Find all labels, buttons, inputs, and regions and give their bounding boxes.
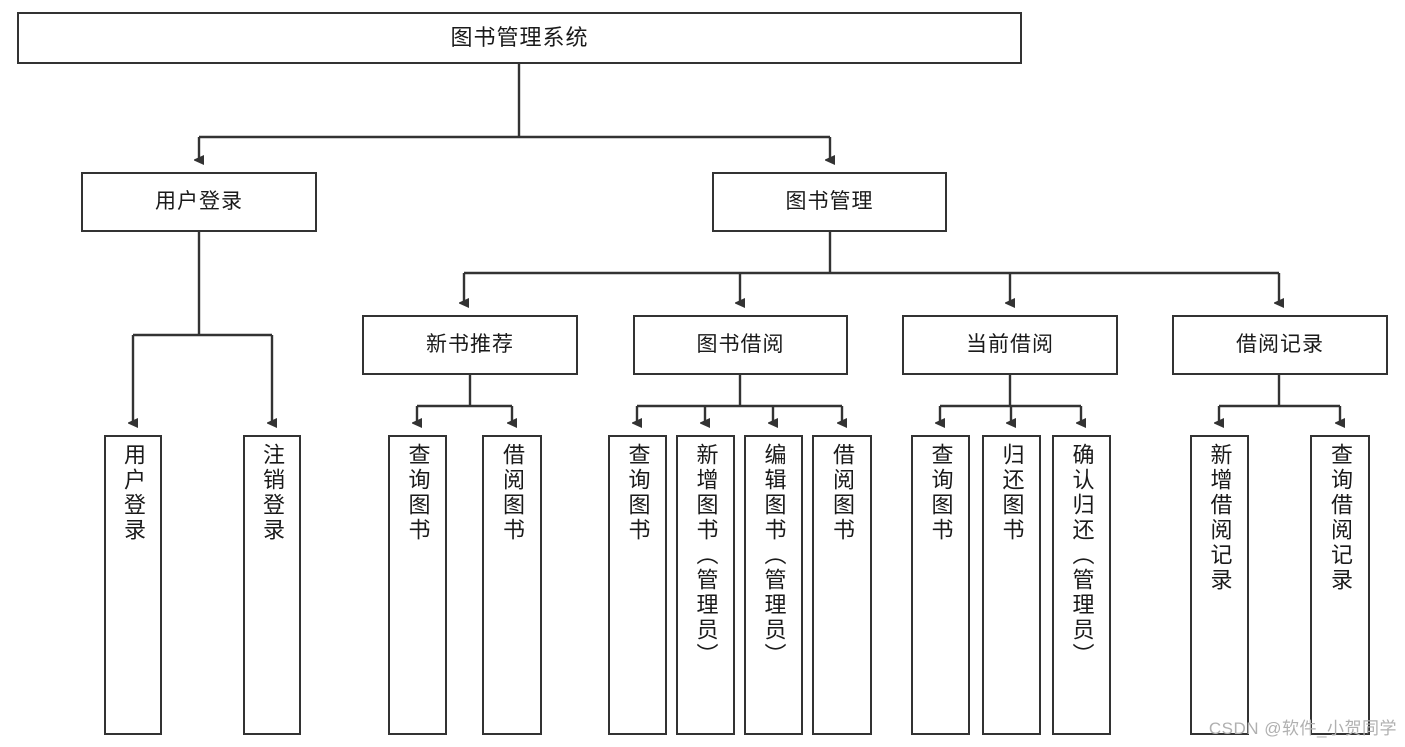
node-label: 查询借阅记录 — [1328, 443, 1353, 593]
node-label: 图书管理系统 — [450, 25, 589, 51]
node-label: 借阅记录 — [1236, 332, 1324, 356]
node-label: 确认归还（管理员） — [1069, 443, 1095, 668]
node-book-borrow[interactable]: 图书借阅 — [633, 315, 848, 375]
node-label: 归还图书 — [999, 443, 1025, 543]
node-label: 用户登录 — [121, 443, 146, 543]
node-label: 借阅图书 — [830, 443, 855, 543]
node-new-book-recommend[interactable]: 新书推荐 — [362, 315, 578, 375]
leaf-borrow-book[interactable]: 借阅图书 — [812, 435, 872, 735]
leaf-query-borrow-record[interactable]: 查询借阅记录 — [1310, 435, 1370, 735]
node-label: 查询图书 — [928, 443, 954, 543]
leaf-user-logout[interactable]: 注销登录 — [243, 435, 301, 735]
node-label: 借阅图书 — [500, 443, 525, 543]
node-label: 新增借阅记录 — [1207, 443, 1233, 593]
node-label: 新书推荐 — [426, 332, 514, 356]
node-label: 查询图书 — [625, 443, 651, 543]
node-label: 注销登录 — [260, 443, 285, 543]
leaf-confirm-return-admin[interactable]: 确认归还（管理员） — [1052, 435, 1111, 735]
node-borrow-record[interactable]: 借阅记录 — [1172, 315, 1388, 375]
node-root[interactable]: 图书管理系统 — [17, 12, 1022, 64]
watermark: CSDN @软件_小贺同学 — [1208, 719, 1397, 738]
leaf-query-book-borrow[interactable]: 查询图书 — [608, 435, 667, 735]
leaf-edit-book-admin[interactable]: 编辑图书（管理员） — [744, 435, 803, 735]
leaf-add-book-admin[interactable]: 新增图书（管理员） — [676, 435, 735, 735]
leaf-user-login[interactable]: 用户登录 — [104, 435, 162, 735]
node-label: 图书借阅 — [696, 332, 785, 356]
node-label: 图书管理 — [785, 189, 874, 213]
leaf-query-book-current[interactable]: 查询图书 — [911, 435, 970, 735]
node-label: 编辑图书（管理员） — [761, 443, 787, 668]
node-label: 当前借阅 — [966, 332, 1054, 356]
node-label: 新增图书（管理员） — [693, 443, 719, 668]
leaf-query-book-recommend[interactable]: 查询图书 — [388, 435, 447, 735]
node-book-management[interactable]: 图书管理 — [712, 172, 947, 232]
leaf-borrow-book-recommend[interactable]: 借阅图书 — [482, 435, 542, 735]
node-label: 用户登录 — [155, 189, 243, 213]
leaf-add-borrow-record[interactable]: 新增借阅记录 — [1190, 435, 1249, 735]
node-label: 查询图书 — [405, 443, 431, 543]
node-current-borrow[interactable]: 当前借阅 — [902, 315, 1118, 375]
leaf-return-book[interactable]: 归还图书 — [982, 435, 1041, 735]
node-user-login[interactable]: 用户登录 — [81, 172, 317, 232]
